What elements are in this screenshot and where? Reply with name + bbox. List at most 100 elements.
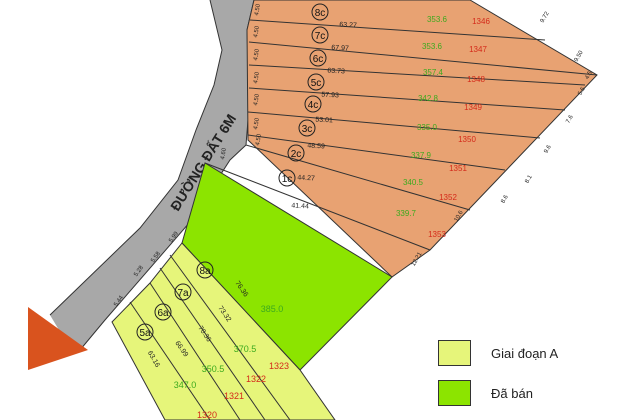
- lot-8c[interactable]: 8c 63.27 353.6 1346: [311, 3, 490, 30]
- lot-code: 5a: [139, 328, 151, 339]
- lot-code-circle: [154, 303, 172, 321]
- lot-length: 48.59: [307, 143, 325, 151]
- lot-code-circle: [307, 73, 325, 91]
- lot-boundary: [245, 144, 471, 211]
- legend-sold: Đã bán: [438, 380, 533, 406]
- lot-code-circle: [304, 95, 322, 113]
- lot-5c[interactable]: 5c 57.93 342.8 1349: [307, 73, 482, 112]
- lot-number: 1347: [469, 45, 487, 54]
- lot-number: 1346: [472, 17, 490, 26]
- front-width: 5.99: [168, 230, 180, 244]
- front-width: 5.44: [113, 294, 125, 308]
- legend-label-phase-a: Giai đoạn A: [491, 345, 559, 361]
- lot-2c[interactable]: 2c 44.27 340.5 1352: [287, 144, 457, 202]
- lot-code-circle: [298, 119, 316, 137]
- orange-lots-area: [246, 0, 598, 278]
- lot-code: 3c: [302, 124, 313, 135]
- lot-area: 342.8: [418, 94, 439, 103]
- lot-boundary: [129, 301, 211, 420]
- lot-code-circle: [311, 3, 329, 21]
- front-width: 4.50: [253, 48, 261, 61]
- lot-code: 2c: [291, 149, 302, 160]
- lot-boundary: [204, 162, 431, 251]
- front-width: 4.50: [255, 133, 263, 146]
- lot-boundary: [247, 111, 541, 139]
- lot-number: 1320: [197, 410, 217, 420]
- lot-area: 339.7: [396, 209, 417, 218]
- lot-area: 370.5: [234, 344, 257, 354]
- legend-label-sold: Đã bán: [491, 385, 533, 401]
- lot-code-circle: [309, 49, 327, 67]
- front-width: 5.28: [133, 264, 145, 278]
- lot-length: 44.27: [297, 175, 315, 183]
- back-width: 10.6: [454, 209, 465, 223]
- lot-boundary: [247, 134, 506, 171]
- lot-number: 1322: [246, 374, 266, 384]
- lot-code: 8c: [315, 8, 326, 19]
- back-width: 8.1: [524, 174, 534, 185]
- back-width: 9.6: [543, 144, 553, 155]
- back-width: 7.6: [565, 114, 575, 125]
- lot-number: 1321: [224, 391, 244, 401]
- lot-area: 385.0: [261, 304, 284, 314]
- lot-area: 353.6: [427, 15, 448, 24]
- lot-code: 6c: [313, 54, 324, 65]
- lot-code-circle: [196, 261, 214, 279]
- lot-number: 1352: [439, 193, 457, 202]
- lot-boundary: [248, 87, 566, 111]
- north-arrow: [28, 307, 88, 370]
- lot-length: 53.01: [315, 117, 333, 125]
- lot-code: 7c: [315, 31, 326, 42]
- lot-code-circle: [311, 26, 329, 44]
- lot-length: 67.97: [331, 45, 349, 53]
- lot-code-circle: [174, 283, 192, 301]
- lot-length: 63.73: [327, 68, 345, 76]
- legend-swatch-phase-a: [438, 340, 471, 366]
- lot-code: 7a: [177, 288, 189, 299]
- lot-area: 335.0: [417, 123, 438, 132]
- front-width: 5.58: [150, 250, 162, 264]
- lot-code: 5c: [311, 78, 322, 89]
- lot-area: 357.4: [423, 68, 444, 77]
- lot-area: 353.6: [422, 42, 443, 51]
- lot-number: 1351: [449, 164, 467, 173]
- road-edge: [49, 0, 223, 316]
- front-width: 4.60: [220, 147, 228, 160]
- back-width: 9.50: [574, 49, 585, 63]
- legend-phase-a: Giai đoạn A: [438, 340, 558, 366]
- lot-area: 337.9: [411, 151, 432, 160]
- back-width: 5.5: [577, 86, 587, 97]
- back-width: 8.6: [500, 194, 510, 205]
- front-width: 4.50: [253, 117, 261, 130]
- lot-boundary: [248, 41, 598, 76]
- lot-boundary: [159, 267, 266, 420]
- lot-code: 6a: [157, 308, 169, 319]
- lot-area: 347.0: [174, 380, 197, 390]
- lot-number: 1350: [458, 135, 476, 144]
- front-width: 4.50: [253, 93, 261, 106]
- lot-number: 1349: [464, 103, 482, 112]
- lot-number: 1323: [269, 361, 289, 371]
- lot-code-circle: [278, 169, 296, 187]
- back-width: 4.5: [584, 70, 594, 81]
- front-width: 4.50: [254, 3, 262, 16]
- lot-3c[interactable]: 3c 48.59 337.9 1351: [298, 119, 467, 173]
- lot-area: 340.5: [403, 178, 424, 187]
- lot-number: 1353: [428, 230, 446, 239]
- lot-length: 63.27: [339, 22, 357, 30]
- lot-boundary: [249, 19, 546, 41]
- lot-boundary: [169, 254, 291, 420]
- lot-length: 41.44: [291, 203, 309, 211]
- lot-length: 57.93: [321, 92, 339, 100]
- lot-area: 350.5: [202, 364, 225, 374]
- lot-number: 1348: [467, 75, 485, 84]
- lot-code-circle: [136, 323, 154, 341]
- lot-code: 8a: [199, 266, 211, 277]
- front-width: 4.50: [253, 25, 261, 38]
- back-width: 9.72: [540, 10, 551, 24]
- lot-7c[interactable]: 7c 67.97 353.6 1347: [311, 26, 487, 54]
